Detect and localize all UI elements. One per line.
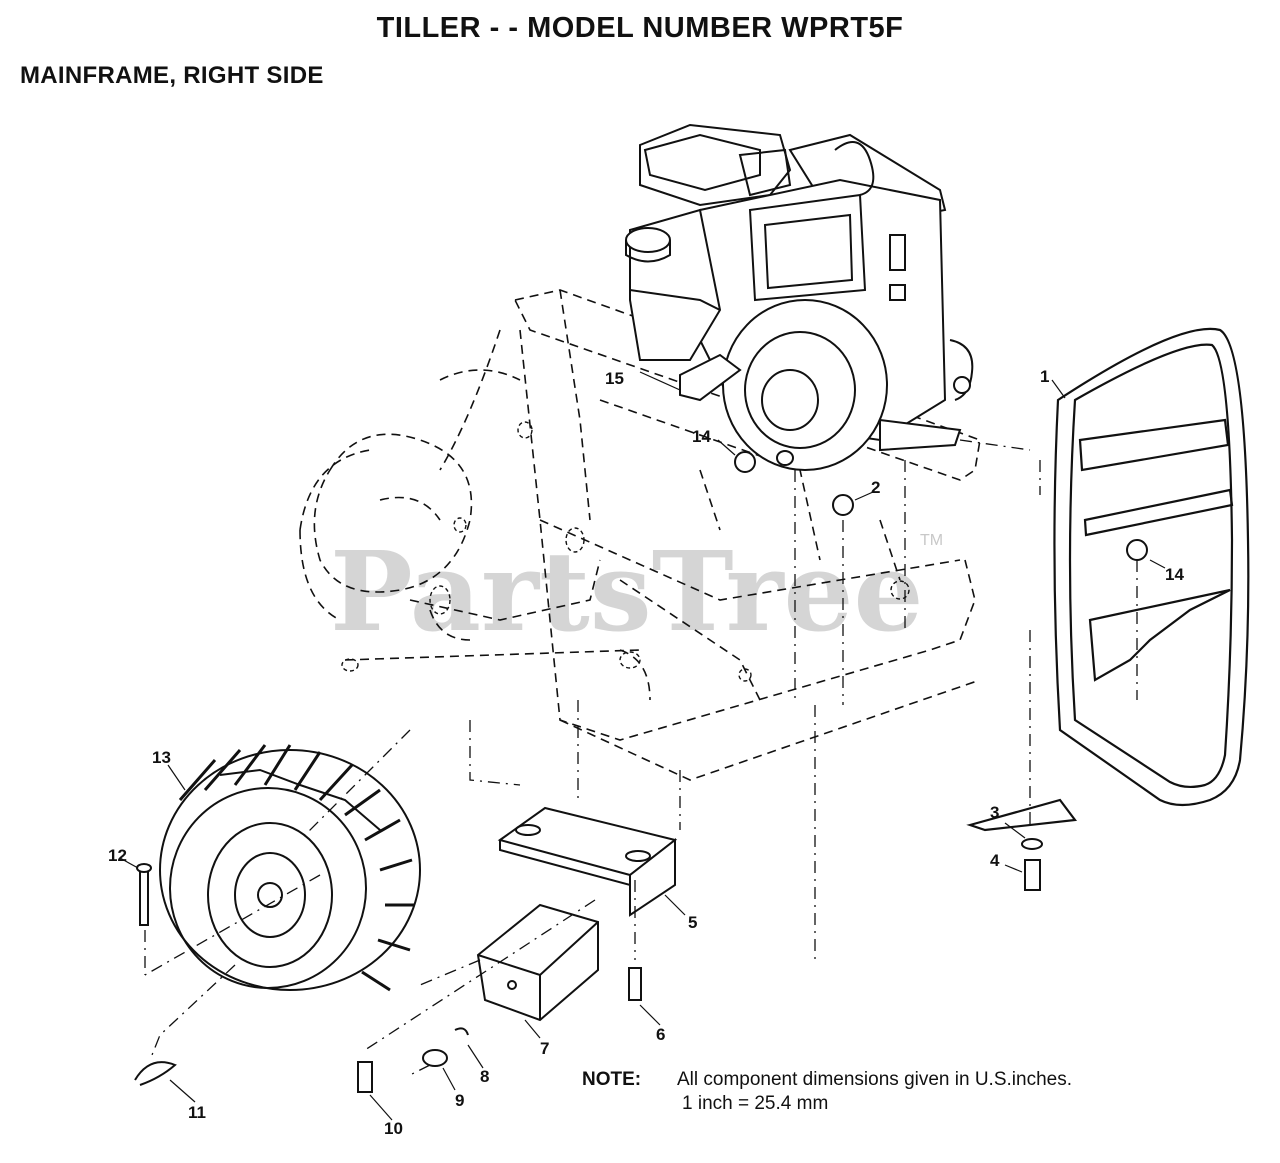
section-title: MAINFRAME, RIGHT SIDE [20,62,324,89]
callout-13: 13 [152,748,171,767]
callout-labels: 1 2 3 4 5 6 7 8 9 10 11 12 13 14 14 15 [108,367,1184,1138]
callout-14-engine: 14 [692,427,711,446]
callout-7: 7 [540,1039,549,1058]
mainframe-bolt-holes [341,421,910,682]
callout-ticks [119,371,1166,1121]
mainframe-dashed-outline [299,289,981,781]
watermark: PartsTree TM [330,527,943,656]
callout-5: 5 [688,913,697,932]
diagram-title: TILLER - - MODEL NUMBER WPRT5F [376,12,904,44]
callout-6: 6 [656,1025,665,1044]
watermark-tm: TM [920,532,943,549]
watermark-text: PartsTree [330,527,924,656]
callout-1: 1 [1040,367,1049,386]
callout-14-bumper: 14 [1165,565,1184,584]
engine-illustration [625,123,974,471]
callout-8: 8 [480,1067,489,1086]
callout-10: 10 [384,1119,403,1138]
leader-lines [144,439,1138,1076]
front-bumper-illustration [966,327,1250,832]
wheel-assembly-illustration [159,744,421,992]
callout-15: 15 [605,369,624,388]
callout-12: 12 [108,846,127,865]
callout-9: 9 [455,1091,464,1110]
dimension-note: NOTE: All component dimensions given in U… [582,1068,1072,1116]
note-line-1: All component dimensions given in U.S.in… [677,1069,1072,1090]
note-line-2: 1 inch = 25.4 mm [682,1093,829,1114]
callout-11: 11 [188,1103,206,1122]
hardware-illustration [134,451,1148,1093]
callout-3: 3 [990,803,999,822]
callout-4: 4 [990,851,1000,870]
note-label: NOTE: [582,1069,642,1090]
callout-2: 2 [871,478,880,497]
